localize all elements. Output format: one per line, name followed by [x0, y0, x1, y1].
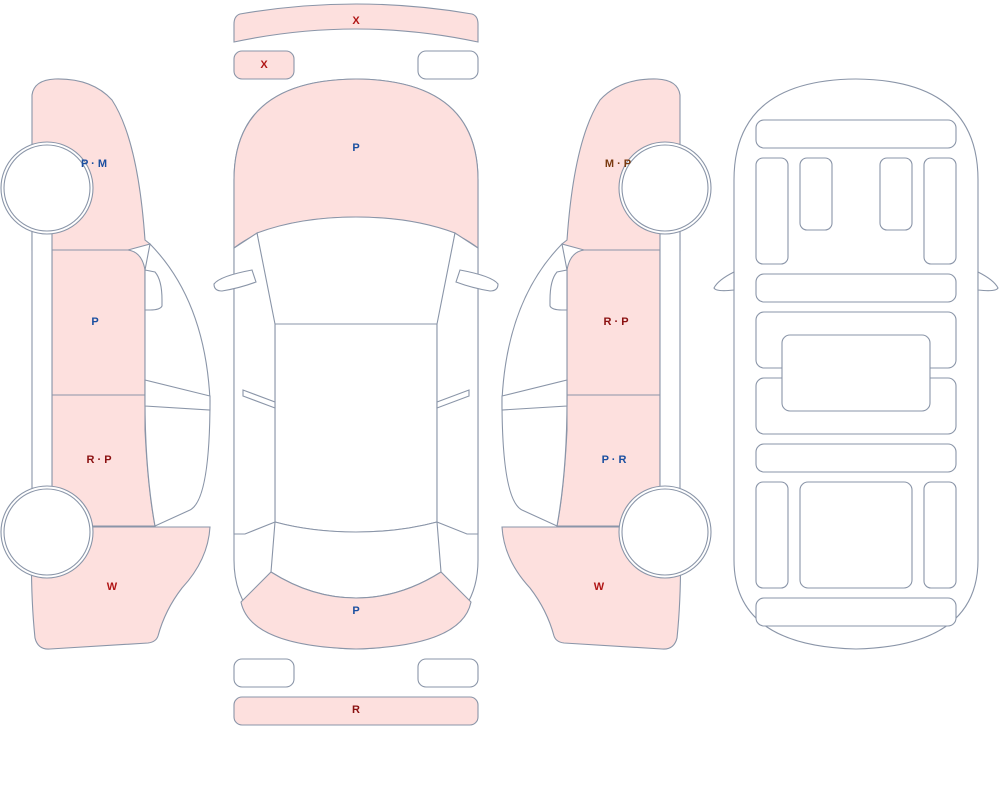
right-front-fender-code: M · P	[605, 158, 631, 170]
top-right-door-line	[436, 389, 470, 409]
rear-bumper[interactable]	[233, 696, 479, 726]
left-front-door-code: P	[91, 316, 98, 328]
right-side-sill	[659, 229, 681, 491]
right-front-door-code: R · P	[603, 316, 628, 328]
left-side-sill	[31, 229, 53, 491]
interior-rear-seat[interactable]	[799, 481, 913, 589]
right-side-view: M · P R · P P · R W	[501, 78, 712, 650]
top-left-door-line	[242, 389, 276, 409]
left-rear-door-code: R · P	[86, 454, 111, 466]
top-view: X X P P R	[213, 3, 499, 726]
front-bumper-strip-code: X	[352, 15, 360, 27]
top-right-a-pillar	[436, 232, 479, 535]
front-left-corner-piece[interactable]	[233, 50, 295, 80]
right-mirror	[549, 269, 568, 311]
left-front-fender-code: P · M	[81, 158, 107, 170]
hood-code: P	[352, 142, 359, 154]
roof	[274, 323, 438, 533]
left-mirror	[144, 269, 163, 311]
rear-right-corner-piece[interactable]	[417, 658, 479, 688]
rear-left-corner-piece[interactable]	[233, 658, 295, 688]
interior-front-right-panel[interactable]	[923, 157, 957, 265]
left-rear-quarter-code: W	[107, 581, 118, 593]
interior-rear-right-panel[interactable]	[923, 481, 957, 589]
top-left-a-pillar	[233, 232, 276, 535]
interior-front-left-seat[interactable]	[799, 157, 833, 231]
right-front-wheel-inner	[621, 144, 709, 232]
interior-center-console[interactable]	[781, 334, 931, 412]
front-bumper-strip[interactable]	[233, 3, 479, 43]
top-left-mirror	[213, 269, 257, 292]
left-front-wheel-inner	[3, 144, 91, 232]
interior-view	[713, 78, 999, 650]
right-rear-wheel-inner	[621, 488, 709, 576]
front-right-corner-piece[interactable]	[417, 50, 479, 80]
trunk-code: P	[352, 605, 359, 617]
left-window-frame	[144, 242, 211, 527]
front-left-corner-code: X	[260, 59, 268, 71]
interior-rear-left-panel[interactable]	[755, 481, 789, 589]
interior-cargo-bar[interactable]	[755, 597, 957, 627]
right-door-handle-line	[501, 379, 568, 411]
interior-front-right-seat[interactable]	[879, 157, 913, 231]
trunk-lid[interactable]	[240, 571, 472, 650]
left-door-handle-line	[144, 379, 211, 411]
top-right-mirror	[455, 269, 499, 292]
interior-front-row-bar[interactable]	[755, 273, 957, 303]
interior-left-mirror	[713, 271, 735, 292]
interior-rear-row-bar[interactable]	[755, 443, 957, 473]
left-side-view: P · M P R · P W	[0, 78, 211, 650]
left-rear-wheel-inner	[3, 488, 91, 576]
windshield	[256, 216, 456, 325]
right-window-frame	[501, 242, 568, 527]
right-rear-quarter-code: W	[594, 581, 605, 593]
interior-dashboard[interactable]	[755, 119, 957, 149]
right-rear-door-code: P · R	[602, 454, 627, 466]
interior-right-mirror	[977, 271, 999, 292]
interior-front-left-panel[interactable]	[755, 157, 789, 265]
rear-bumper-code: R	[352, 704, 360, 716]
